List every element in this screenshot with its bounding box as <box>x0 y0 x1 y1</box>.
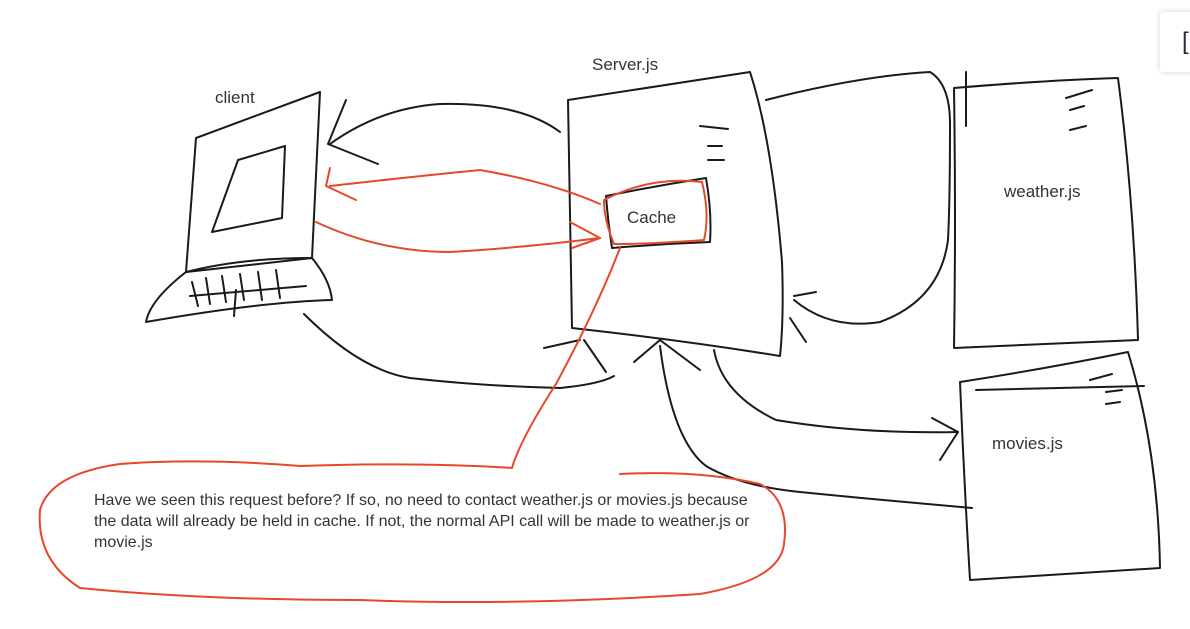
cache-box-outline <box>605 177 712 249</box>
cache-explanation-note: Have we seen this request before? If so,… <box>94 492 750 551</box>
note-outline <box>38 460 786 603</box>
bracket-icon: [ <box>1182 28 1189 55</box>
server-box <box>567 71 784 357</box>
server-label: Server.js <box>592 55 659 74</box>
movies-box <box>959 351 1161 581</box>
movies-label: movies.js <box>992 434 1063 453</box>
weather-label: weather.js <box>1004 182 1081 201</box>
black-connectors <box>303 71 973 509</box>
client-computer-icon <box>145 91 333 323</box>
weather-box <box>953 71 1139 349</box>
red-highlights <box>38 167 786 603</box>
side-panel-tab[interactable]: [ <box>1160 12 1190 72</box>
client-label: client <box>215 88 255 107</box>
cache-label: Cache <box>627 208 677 227</box>
